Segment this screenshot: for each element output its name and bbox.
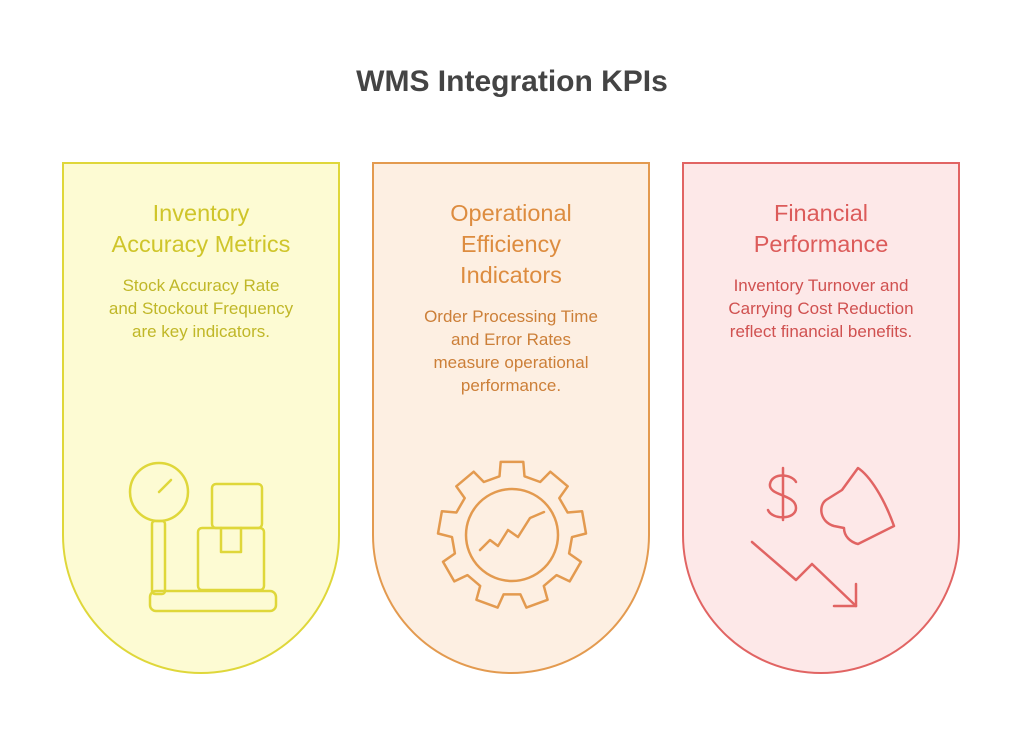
card-heading: Inventory Accuracy Metrics [74,198,328,260]
card-description-line: are key indicators. [132,322,270,341]
page-title: WMS Integration KPIs [356,65,668,98]
card-heading-line: Inventory [152,200,250,226]
card-description-line: measure operational [433,353,589,372]
card-heading: Financial Performance [694,198,948,260]
dollar-down-trend-icon [750,466,896,608]
card-heading-line: Indicators [460,262,562,288]
card-description-line: and Stockout Frequency [108,299,294,318]
card-description-line: Carrying Cost Reduction [728,299,914,318]
trend-line-icon [478,510,546,552]
card-description-line: performance. [460,376,562,395]
card-heading-line: Operational [450,200,572,226]
card-inventory-accuracy: Inventory Accuracy Metrics Stock Accurac… [62,162,340,674]
hand-icon [820,466,896,546]
card-description-line: reflect financial benefits. [729,322,913,341]
card-description-line: Order Processing Time [424,307,598,326]
card-description: Order Processing Time and Error Rates me… [392,305,630,397]
card-description-line: Inventory Turnover and [733,276,909,295]
card-heading-line: Performance [753,231,889,257]
card-financial-performance: Financial Performance Inventory Turnover… [682,162,960,674]
card-description: Inventory Turnover and Carrying Cost Red… [702,274,940,343]
scale-with-boxes-icon [128,461,278,613]
card-description-line: Stock Accuracy Rate [122,276,280,295]
gear-with-trend-icon [436,460,588,609]
card-heading: Operational Efficiency Indicators [384,198,638,291]
card-heading-line: Efficiency [460,231,562,257]
card-heading-line: Accuracy Metrics [111,231,291,257]
card-description: Stock Accuracy Rate and Stockout Frequen… [82,274,320,343]
gear-icon [436,460,588,609]
card-heading-line: Financial [773,200,869,226]
card-operational-efficiency: Operational Efficiency Indicators Order … [372,162,650,674]
card-description-line: and Error Rates [451,330,571,349]
down-trend-arrow-icon [750,540,858,608]
dollar-sign-icon [766,466,798,522]
